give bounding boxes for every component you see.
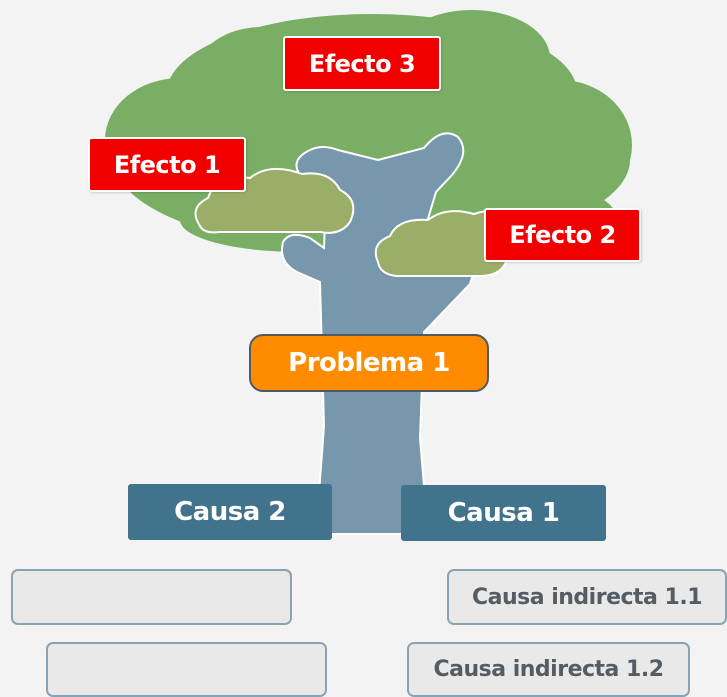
- effect-2-label: Efecto 2: [509, 221, 616, 249]
- problem-label: Problema 1: [288, 348, 450, 378]
- indirect-cause-1-1-label: Causa indirecta 1.1: [471, 584, 703, 610]
- problem-box[interactable]: Problema 1: [249, 334, 489, 392]
- cause-2-box[interactable]: Causa 2: [128, 484, 332, 540]
- effect-3-box[interactable]: Efecto 3: [283, 36, 441, 91]
- effect-1-label: Efecto 1: [113, 150, 221, 179]
- indirect-cause-1-2-box[interactable]: Causa indirecta 1.2: [407, 642, 690, 697]
- effect-2-box[interactable]: Efecto 2: [484, 208, 641, 262]
- effect-1-box[interactable]: Efecto 1: [88, 137, 246, 192]
- cause-1-label: Causa 1: [447, 498, 560, 528]
- right-branch-foliage: [374, 210, 507, 277]
- cause-1-box[interactable]: Causa 1: [401, 485, 606, 541]
- indirect-cause-1-1-box[interactable]: Causa indirecta 1.1: [447, 569, 727, 625]
- indirect-cause-left-top-box[interactable]: [11, 569, 292, 625]
- effect-3-label: Efecto 3: [308, 49, 416, 78]
- indirect-cause-1-2-label: Causa indirecta 1.2: [433, 657, 664, 682]
- indirect-cause-left-bottom-box[interactable]: [46, 642, 327, 697]
- cause-2-label: Causa 2: [174, 497, 286, 527]
